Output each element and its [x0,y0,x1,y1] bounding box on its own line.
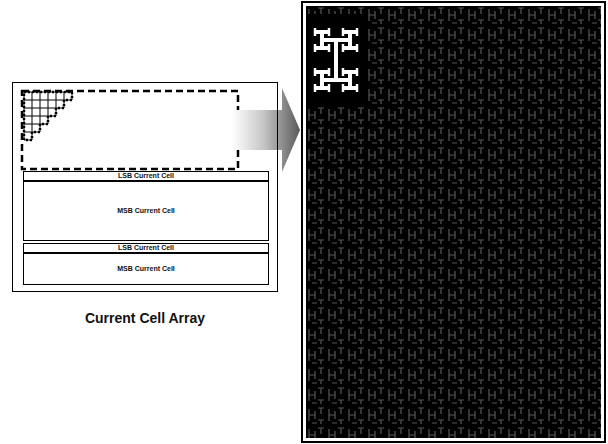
cell-grid [24,92,72,140]
htree-ground [308,14,368,104]
layout-ground [306,6,601,438]
msb-block: MSB Current Cell [23,181,269,241]
lsb-band: LSB Current Cell [23,243,269,253]
cell-label: LSB Current Cell [118,244,174,251]
cell-label: MSB Current Cell [117,207,175,214]
zoom-region [22,91,238,169]
zoom-arrow [232,88,300,172]
cell-array-box: Current Cell ArrayLSB Current CellMSB Cu… [12,82,278,292]
h-tree [315,28,357,92]
array-caption: Current Cell Array [13,311,277,326]
layout-frame [302,2,605,442]
cell-label: MSB Current Cell [117,265,175,272]
msb-block: MSB Current Cell [23,253,269,285]
cell-label: LSB Current Cell [118,172,174,179]
layout-pattern [306,6,601,438]
lsb-band: LSB Current Cell [23,171,269,181]
